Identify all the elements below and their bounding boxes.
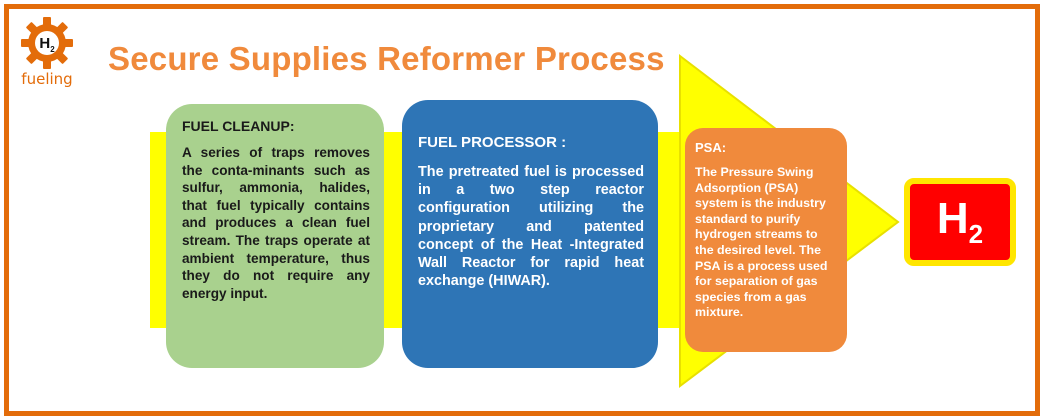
fuel-cleanup-text: A series of traps removes the conta-mina… [182, 145, 370, 301]
logo-text: fueling [21, 70, 73, 88]
psa-text: The Pressure Swing Adsorption (PSA) syst… [695, 165, 828, 320]
psa-heading: PSA: [695, 140, 727, 155]
fuel-cleanup-box: FUEL CLEANUP: A series of traps removes … [166, 104, 384, 368]
gear-icon [21, 17, 73, 69]
fuel-processor-text: The pretreated fuel is processed in a tw… [418, 164, 644, 290]
h2-fueling-logo: H2 fueling [18, 16, 74, 92]
logo-symbol: H2 [39, 35, 55, 54]
fuel-cleanup-heading: FUEL CLEANUP: [182, 118, 295, 134]
psa-box: PSA: The Pressure Swing Adsorption (PSA)… [685, 128, 847, 352]
fuel-processor-heading: FUEL PROCESSOR : [418, 134, 567, 151]
h2-output-label: H2 [936, 194, 984, 249]
page-title: Secure Supplies Reformer Process [108, 40, 665, 77]
h2-output-box: H2 [904, 178, 1016, 266]
fuel-processor-box: FUEL PROCESSOR : The pretreated fuel is … [402, 100, 658, 368]
